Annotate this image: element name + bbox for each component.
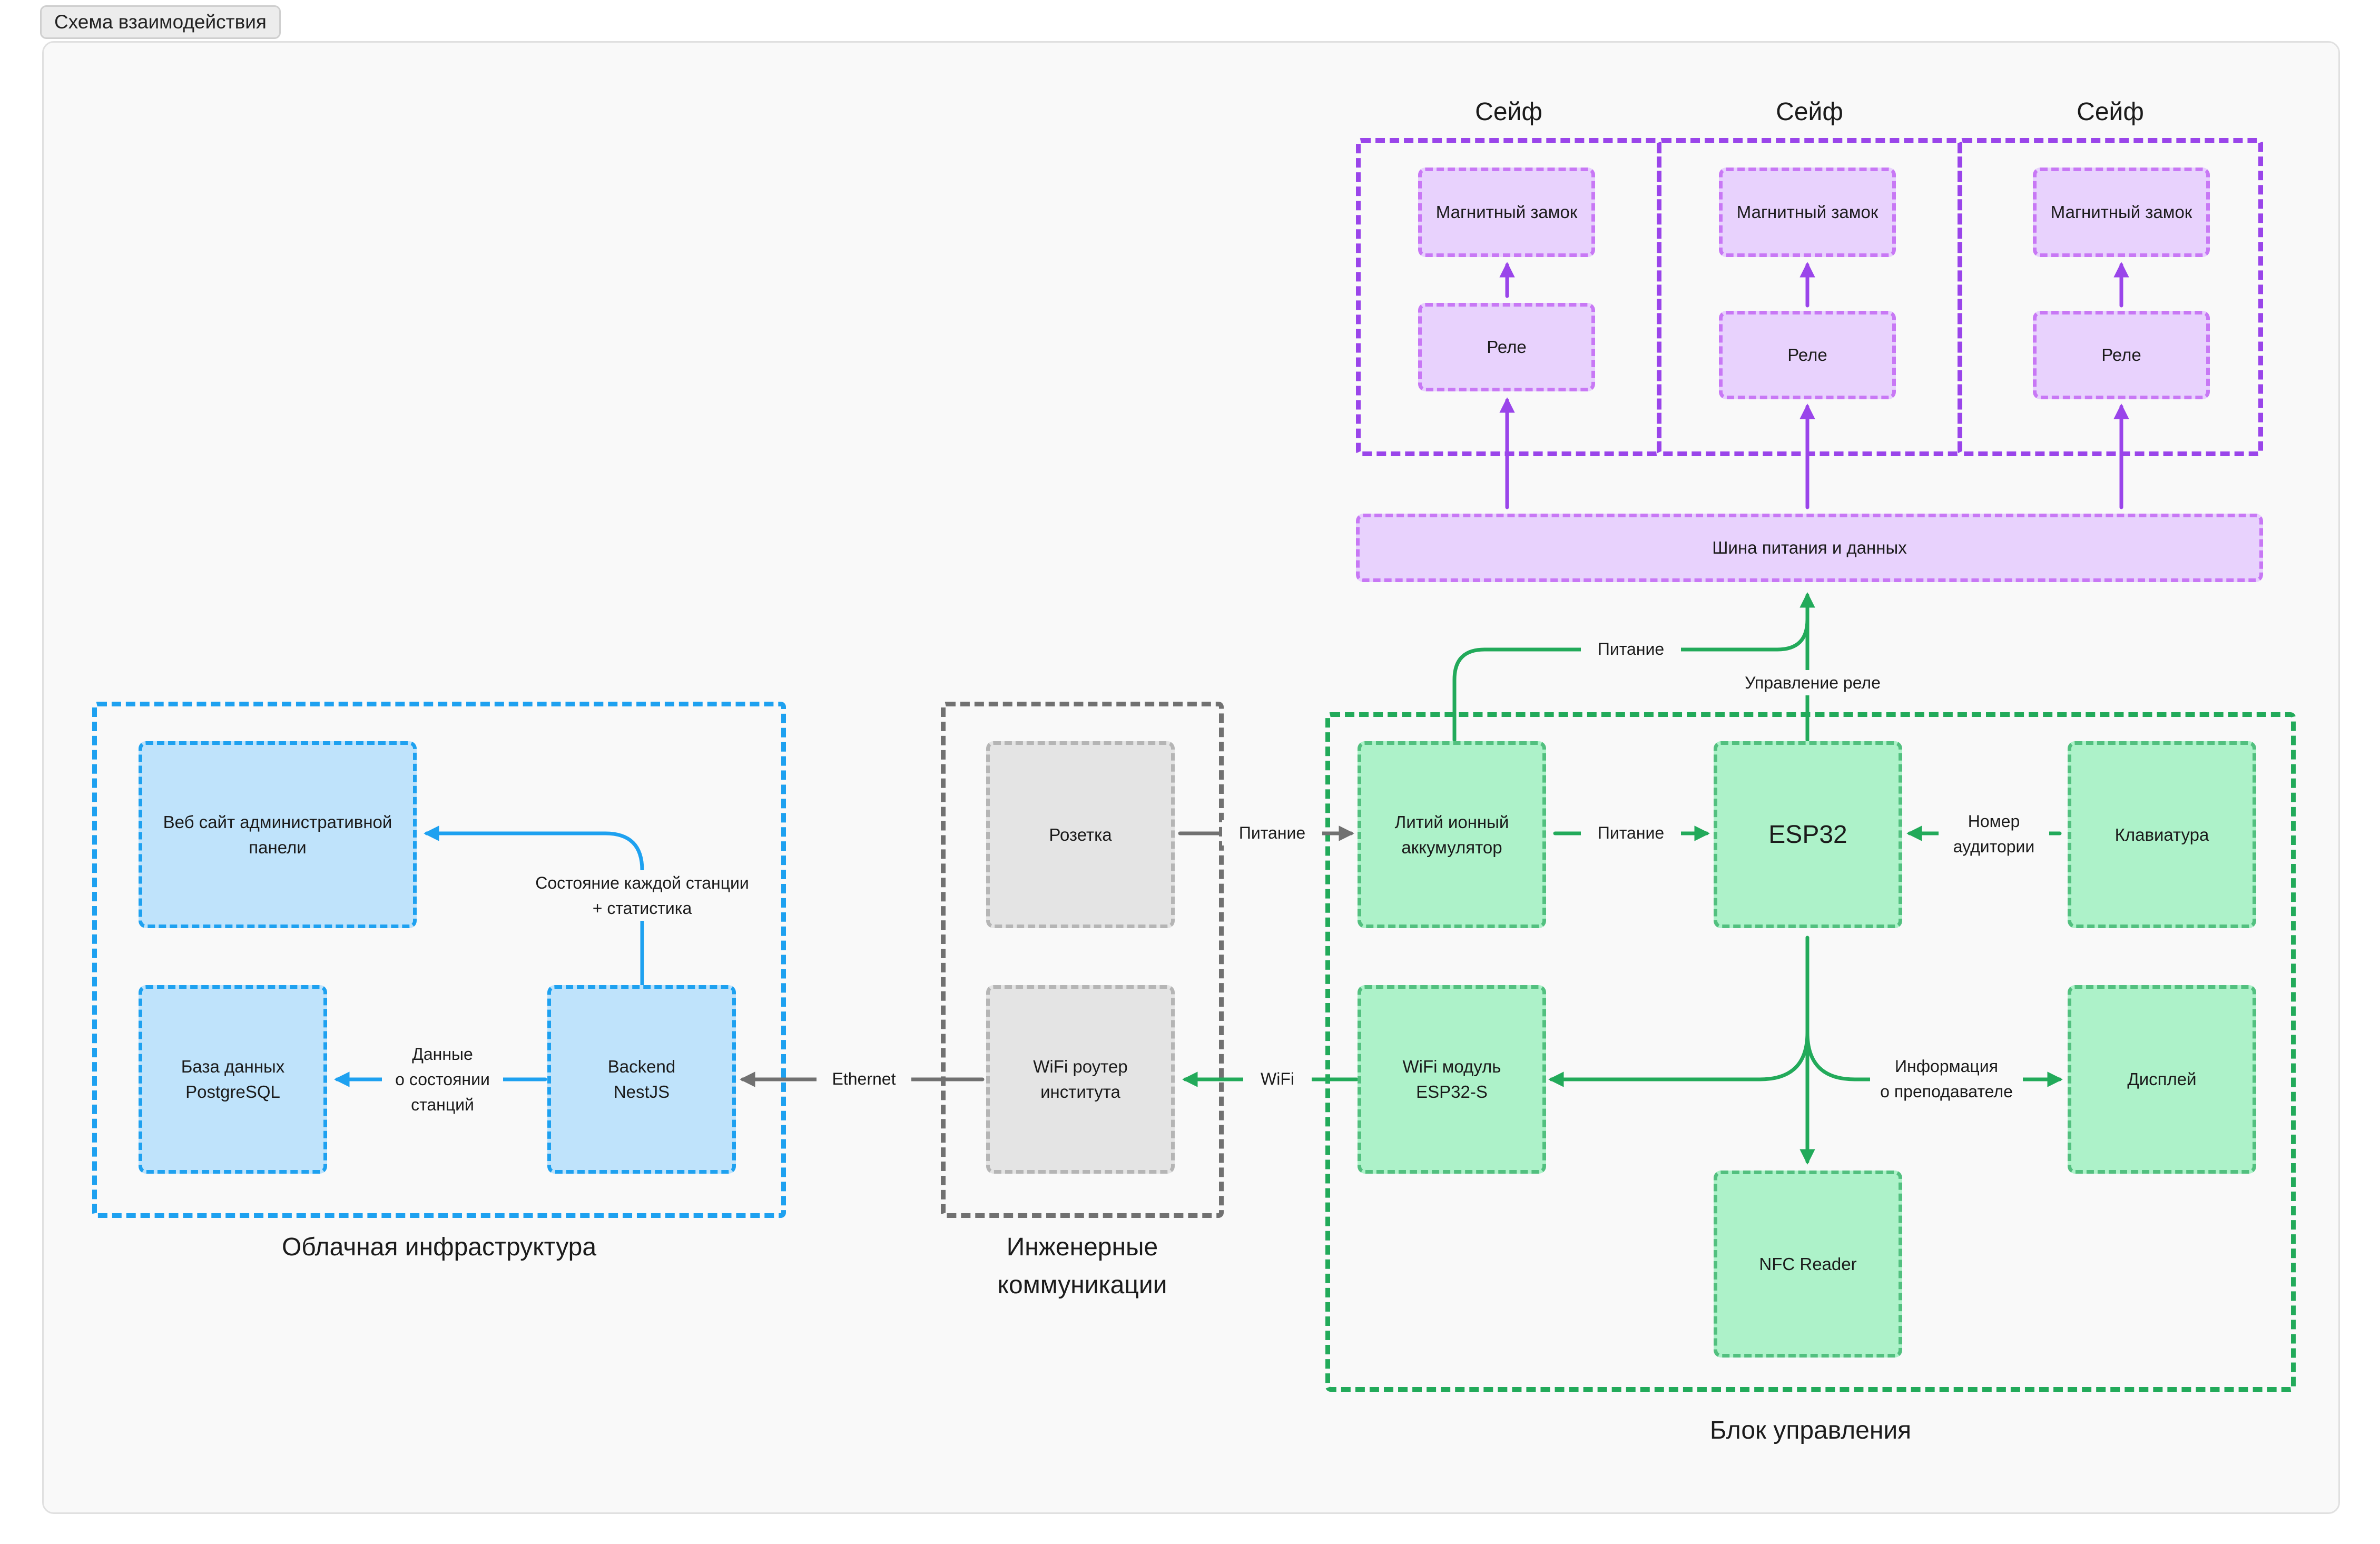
relay-node-3[interactable]: Реле: [2033, 311, 2210, 399]
wifi-module-node[interactable]: WiFi модуль ESP32-S: [1358, 985, 1546, 1174]
cloud-frame: [92, 702, 786, 1218]
relay-label-2: Реле: [1787, 345, 1827, 365]
canvas-board: [42, 41, 2340, 1514]
cloud-title: Облачная инфраструктура: [281, 1233, 597, 1261]
label-bus-power: Питание: [1581, 636, 1681, 662]
nfc-label: NFC Reader: [1759, 1254, 1857, 1274]
label-state-stats: Состояние каждой станции + статистика: [521, 870, 763, 921]
control-title: Блок управления: [1709, 1417, 1912, 1444]
safe-title-3: Сейф: [2077, 98, 2144, 126]
label-battery-power: Питание: [1581, 820, 1681, 845]
lock-label-3: Магнитный замок: [2050, 202, 2192, 222]
battery-node[interactable]: Литий ионный аккумулятор: [1358, 741, 1546, 928]
esp32-label: ESP32: [1768, 820, 1847, 849]
safe-frame-3: [1958, 138, 2263, 456]
label-teacher-info: Информация о преподавателе: [1870, 1054, 2023, 1104]
label-wifi: WiFi: [1243, 1066, 1312, 1091]
relay-node-2[interactable]: Реле: [1719, 311, 1896, 399]
keyboard-node[interactable]: Клавиатура: [2068, 741, 2256, 928]
label-ethernet: Ethernet: [817, 1066, 911, 1091]
display-node[interactable]: Дисплей: [2068, 985, 2256, 1174]
lock-node-1[interactable]: Магнитный замок: [1418, 168, 1595, 257]
edge-esp32-to-display: [1805, 1030, 2063, 1087]
lock-label-1: Магнитный замок: [1435, 202, 1578, 222]
relay-label-1: Реле: [1487, 337, 1527, 357]
control-frame: [1325, 712, 2296, 1392]
edge-backend-to-web: [424, 825, 644, 987]
lock-label-2: Магнитный замок: [1736, 202, 1879, 222]
esp32-node[interactable]: ESP32: [1714, 741, 1902, 928]
socket-node[interactable]: Розетка: [986, 741, 1175, 928]
edge-esp32-to-wifi: [1548, 1030, 1809, 1087]
backend-label: Backend NestJS: [607, 1057, 676, 1102]
socket-label: Розетка: [1049, 824, 1112, 844]
nfc-node[interactable]: NFC Reader: [1714, 1171, 1902, 1358]
safe-title-1: Сейф: [1475, 98, 1542, 126]
engineering-frame: [941, 702, 1224, 1218]
backend-node[interactable]: Backend NestJS: [547, 985, 736, 1174]
edge-battery-to-bus: [1452, 617, 1809, 742]
database-node[interactable]: База данных PostgreSQL: [139, 985, 327, 1174]
bus-node[interactable]: Шина питания и данных: [1356, 514, 2263, 582]
diagram-tab[interactable]: Схема взаимодействия: [40, 5, 281, 39]
lock-node-3[interactable]: Магнитный замок: [2033, 168, 2210, 257]
relay-label-3: Реле: [2101, 345, 2141, 365]
keyboard-label: Клавиатура: [2115, 824, 2209, 844]
bus-label: Шина питания и данных: [1712, 538, 1907, 558]
relay-node-1[interactable]: Реле: [1418, 303, 1595, 391]
label-db-data: Данные о состоянии станций: [382, 1041, 503, 1117]
wifi-module-label: WiFi модуль ESP32-S: [1402, 1057, 1501, 1102]
web-admin-label: Веб сайт административной панели: [163, 812, 392, 857]
tab-label: Схема взаимодействия: [54, 11, 267, 33]
safe-title-2: Сейф: [1776, 98, 1843, 126]
web-admin-node[interactable]: Веб сайт административной панели: [139, 741, 417, 928]
router-node[interactable]: WiFi роутер института: [986, 985, 1175, 1174]
label-room-number: Номер аудитории: [1939, 809, 2049, 859]
engineering-title: Инженерные коммуникации: [997, 1233, 1167, 1299]
label-socket-power: Питание: [1222, 820, 1322, 845]
router-label: WiFi роутер института: [1033, 1057, 1128, 1102]
display-label: Дисплей: [2127, 1069, 2197, 1089]
label-relay-control: Управление реле: [1723, 670, 1902, 695]
battery-label: Литий ионный аккумулятор: [1394, 812, 1509, 857]
lock-node-2[interactable]: Магнитный замок: [1719, 168, 1896, 257]
database-label: База данных PostgreSQL: [181, 1057, 285, 1102]
